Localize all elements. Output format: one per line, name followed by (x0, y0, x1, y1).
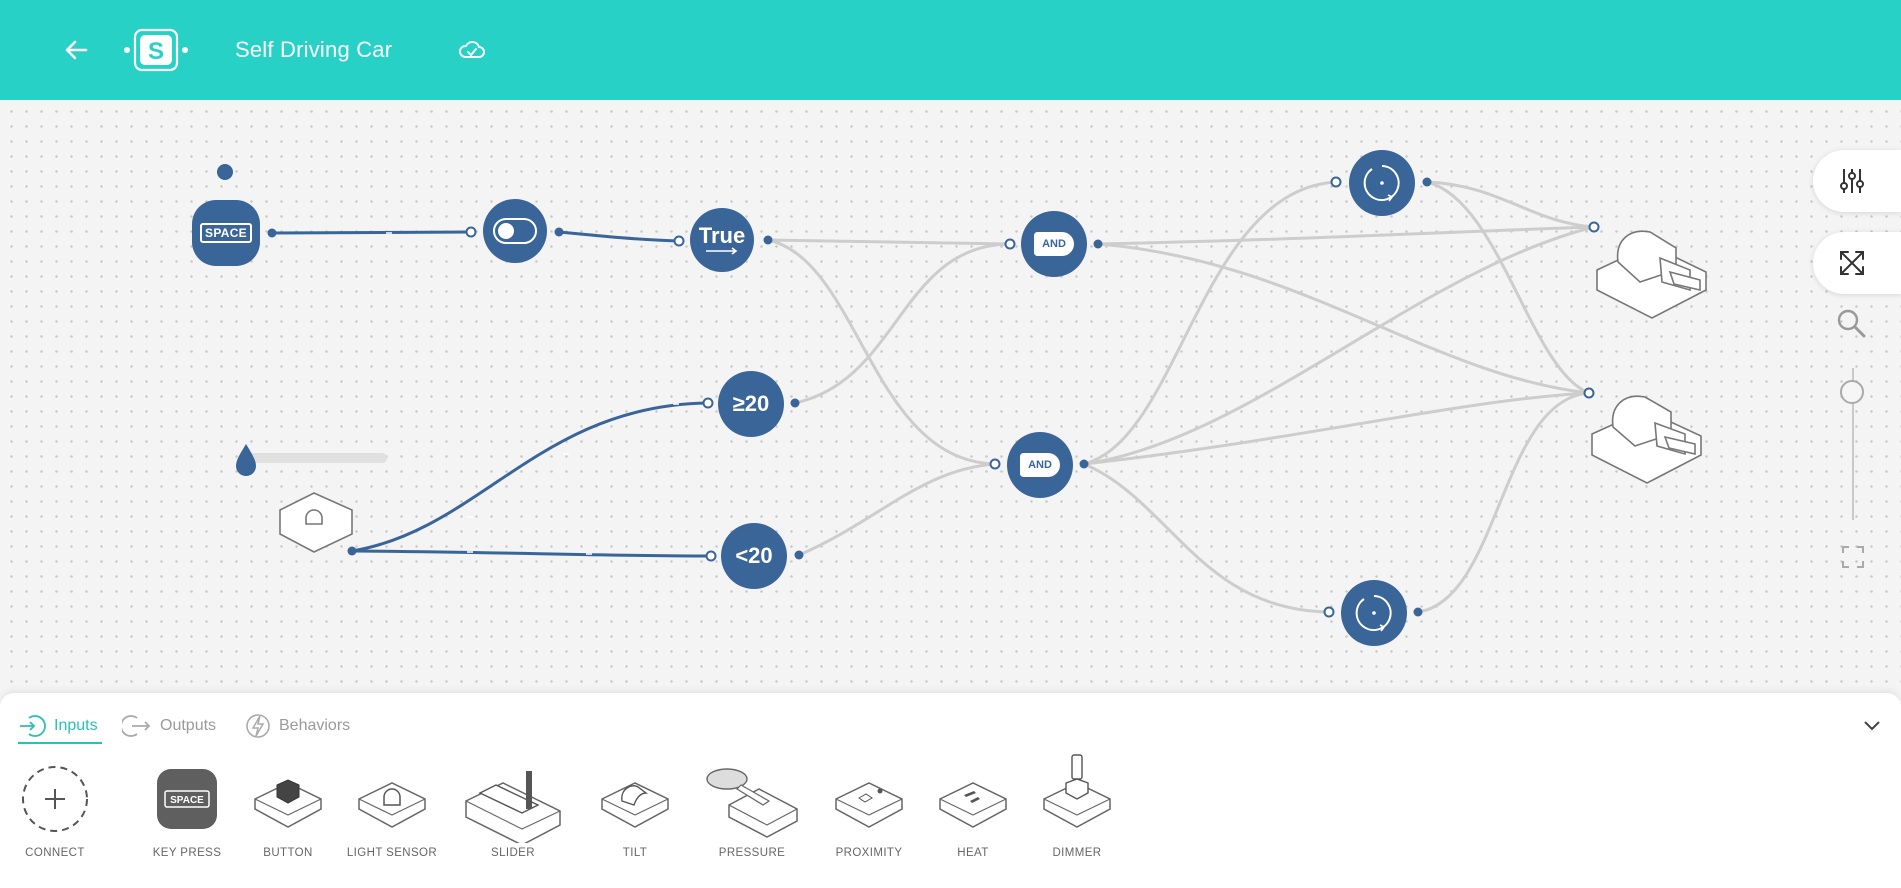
tab-inputs-label: Inputs (54, 717, 98, 734)
back-arrow-icon[interactable] (62, 36, 90, 64)
and-gate-node-2[interactable]: AND (1007, 432, 1073, 498)
tool-dimmer-label: DIMMER (1052, 847, 1102, 859)
tool-tilt-label: TILT (622, 847, 648, 859)
sliders-icon (1840, 169, 1864, 193)
toggle-switch-icon (493, 218, 537, 244)
tool-connect-label: CONNECT (25, 847, 85, 859)
cloud-save-icon[interactable] (458, 38, 486, 62)
tool-connect[interactable]: CONNECT (0, 753, 110, 863)
tool-light-sensor-label: LIGHT SENSOR (346, 847, 438, 859)
heat-icon (939, 782, 1007, 828)
tool-key-press-label: KEY PRESS (152, 847, 222, 859)
tool-proximity[interactable]: PROXIMITY (814, 753, 924, 863)
tool-proximity-label: PROXIMITY (835, 847, 903, 859)
rotation-dial-node-2[interactable] (1341, 580, 1407, 646)
input-arrow-icon (20, 715, 46, 737)
fit-screen-icon[interactable] (1841, 545, 1865, 569)
tool-light-sensor[interactable]: LIGHT SENSOR (337, 753, 447, 863)
and-gate-2-label: AND (1020, 453, 1060, 477)
and-gate-1-label: AND (1034, 232, 1074, 256)
true-node[interactable]: True (690, 208, 754, 272)
tool-slider-label: SLIDER (491, 847, 535, 859)
logo-letter: S (148, 38, 164, 65)
expand-button[interactable] (1813, 232, 1901, 294)
tool-key-press[interactable]: SPACE KEY PRESS (132, 753, 242, 863)
tool-heat[interactable]: HEAT (918, 753, 1028, 863)
tool-heat-label: HEAT (957, 847, 989, 859)
connect-plus-icon (22, 766, 88, 832)
and-gate-node-1[interactable]: AND (1021, 211, 1087, 277)
pressure-icon (706, 768, 798, 838)
slider-icon (465, 771, 561, 843)
compare-ge-node[interactable]: ≥20 (718, 371, 784, 437)
app-logo-icon: S (124, 28, 188, 72)
project-title[interactable]: Self Driving Car (235, 37, 393, 62)
compare-ge-label: ≥20 (732, 391, 770, 416)
tool-dimmer[interactable]: DIMMER (1022, 753, 1132, 863)
key-press-label: SPACE (200, 223, 252, 243)
chevron-down-icon[interactable] (1860, 713, 1884, 737)
tool-slider[interactable]: SLIDER (458, 753, 568, 863)
tilt-icon (601, 782, 669, 828)
key-press-badge: SPACE (170, 795, 204, 806)
tool-pressure[interactable]: PRESSURE (697, 753, 807, 863)
search-icon[interactable] (1836, 308, 1866, 338)
tool-button[interactable]: BUTTON (233, 753, 343, 863)
tool-pressure-label: PRESSURE (718, 847, 786, 859)
output-arrow-icon (122, 715, 151, 737)
compare-lt-node[interactable]: <20 (721, 523, 787, 589)
light-sensor-icon (358, 782, 426, 828)
proximity-icon (835, 782, 903, 828)
true-label: True (698, 223, 746, 248)
right-arrow-icon (706, 247, 738, 255)
tab-behaviors[interactable]: Behaviors (245, 709, 350, 743)
toggle-node[interactable] (483, 199, 547, 263)
zoom-slider-knob[interactable] (1840, 380, 1864, 404)
component-panel: Inputs Outputs Behaviors CONNECT SPACE K (0, 693, 1901, 888)
tab-outputs-label: Outputs (160, 717, 217, 734)
tab-behaviors-label: Behaviors (279, 717, 351, 734)
rotate-icon (1355, 595, 1392, 632)
zoom-track[interactable] (1852, 368, 1854, 520)
key-press-icon: SPACE (157, 769, 217, 829)
tab-outputs[interactable]: Outputs (122, 709, 216, 743)
dimmer-icon (1043, 754, 1111, 828)
compare-lt-label: <20 (735, 543, 773, 568)
app-header: S Self Driving Car (0, 0, 1901, 100)
tool-tilt[interactable]: TILT (580, 753, 690, 863)
rotate-icon (1363, 165, 1400, 202)
lightning-icon (246, 714, 270, 738)
tab-inputs[interactable]: Inputs (18, 709, 98, 743)
active-tab-indicator (18, 742, 102, 744)
button-icon (254, 779, 322, 828)
expand-arrows-icon (1840, 251, 1864, 275)
tool-button-label: BUTTON (263, 847, 313, 859)
rotation-dial-node-1[interactable] (1349, 150, 1415, 216)
flow-canvas[interactable] (0, 100, 1901, 695)
key-press-node[interactable]: SPACE (192, 200, 260, 266)
settings-button[interactable] (1813, 150, 1901, 212)
